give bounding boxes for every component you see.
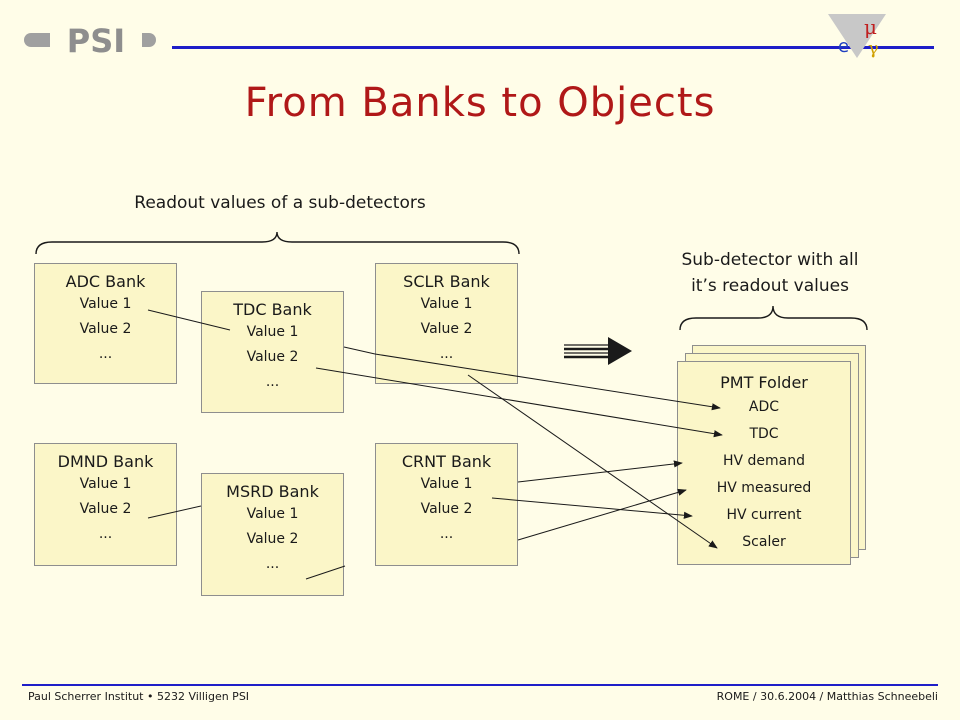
folder-item-hv-measured: HV measured <box>716 480 812 496</box>
bank-value: Value 2 <box>79 501 132 517</box>
bank-value: Value 1 <box>79 296 132 312</box>
folder-item-tdc: TDC <box>749 426 779 442</box>
adc-bank: ADC Bank Value 1 Value 2 ... <box>34 263 177 384</box>
psi-logo-text: PSI <box>67 22 125 58</box>
sclr-bank: SCLR Bank Value 1 Value 2 ... <box>375 263 518 384</box>
bank-title: SCLR Bank <box>403 272 490 291</box>
arrow-hv-current <box>491 497 693 519</box>
gamma-glyph: γ <box>868 38 879 59</box>
arrow-hv-measured <box>517 488 687 541</box>
subdetector-label: Sub-detector with all it’s readout value… <box>640 247 900 299</box>
folder-title: PMT Folder <box>720 373 808 392</box>
bank-value: Value 2 <box>79 321 132 337</box>
bank-value: Value 1 <box>420 476 473 492</box>
psi-logo: PSI <box>24 22 156 58</box>
transform-arrow <box>564 337 632 365</box>
bank-value: Value 1 <box>79 476 132 492</box>
arrow-adc <box>374 353 721 411</box>
subdetector-label-line1: Sub-detector with all <box>681 250 859 270</box>
arrow-hv-demand <box>517 460 683 483</box>
bank-value: Value 1 <box>246 506 299 522</box>
bank-value: ... <box>265 556 280 572</box>
bank-value: ... <box>439 346 454 362</box>
e-glyph: e <box>838 36 849 57</box>
folder-item-adc: ADC <box>748 399 780 415</box>
msrd-bank: MSRD Bank Value 1 Value 2 ... <box>201 473 344 596</box>
readout-label: Readout values of a sub-detectors <box>134 193 426 213</box>
connector-line <box>343 346 376 355</box>
readout-brace <box>35 231 520 255</box>
folder-item-scaler: Scaler <box>742 534 786 550</box>
bank-value: Value 2 <box>420 321 473 337</box>
bank-value: Value 1 <box>420 296 473 312</box>
connector-line <box>147 309 231 331</box>
pmt-folder: PMT Folder ADC TDC HV demand HV measured… <box>677 361 851 565</box>
mu-glyph: μ <box>864 15 877 39</box>
subdetector-brace <box>679 305 868 331</box>
bank-value: ... <box>265 374 280 390</box>
tdc-bank: TDC Bank Value 1 Value 2 ... <box>201 291 344 413</box>
header-rule <box>172 46 934 49</box>
footer-right: ROME / 30.6.2004 / Matthias Schneebeli <box>716 690 938 703</box>
connector-line <box>305 565 346 580</box>
bank-value: Value 2 <box>420 501 473 517</box>
crnt-bank: CRNT Bank Value 1 Value 2 ... <box>375 443 518 566</box>
page-title: From Banks to Objects <box>244 80 716 126</box>
connector-line <box>147 505 202 519</box>
bank-value: ... <box>439 526 454 542</box>
bank-title: MSRD Bank <box>226 482 319 501</box>
arrow-scaler <box>467 374 718 549</box>
folder-item-hv-current: HV current <box>726 507 802 523</box>
arrow-tdc <box>315 367 723 438</box>
bank-title: ADC Bank <box>65 272 146 291</box>
footer-left: Paul Scherrer Institut • 5232 Villigen P… <box>28 690 250 703</box>
dmnd-bank: DMND Bank Value 1 Value 2 ... <box>34 443 177 566</box>
subdetector-label-line2: it’s readout values <box>691 276 849 296</box>
meg-logo: μ e γ <box>828 14 886 59</box>
bank-title: DMND Bank <box>57 452 154 471</box>
bank-title: CRNT Bank <box>401 452 492 471</box>
bank-value: Value 2 <box>246 531 299 547</box>
bank-value: ... <box>98 526 113 542</box>
bank-title: TDC Bank <box>233 300 312 319</box>
folder-item-hv-demand: HV demand <box>722 453 806 469</box>
bank-value: Value 1 <box>246 324 299 340</box>
bank-value: ... <box>98 346 113 362</box>
bank-value: Value 2 <box>246 349 299 365</box>
footer-rule <box>22 684 938 686</box>
